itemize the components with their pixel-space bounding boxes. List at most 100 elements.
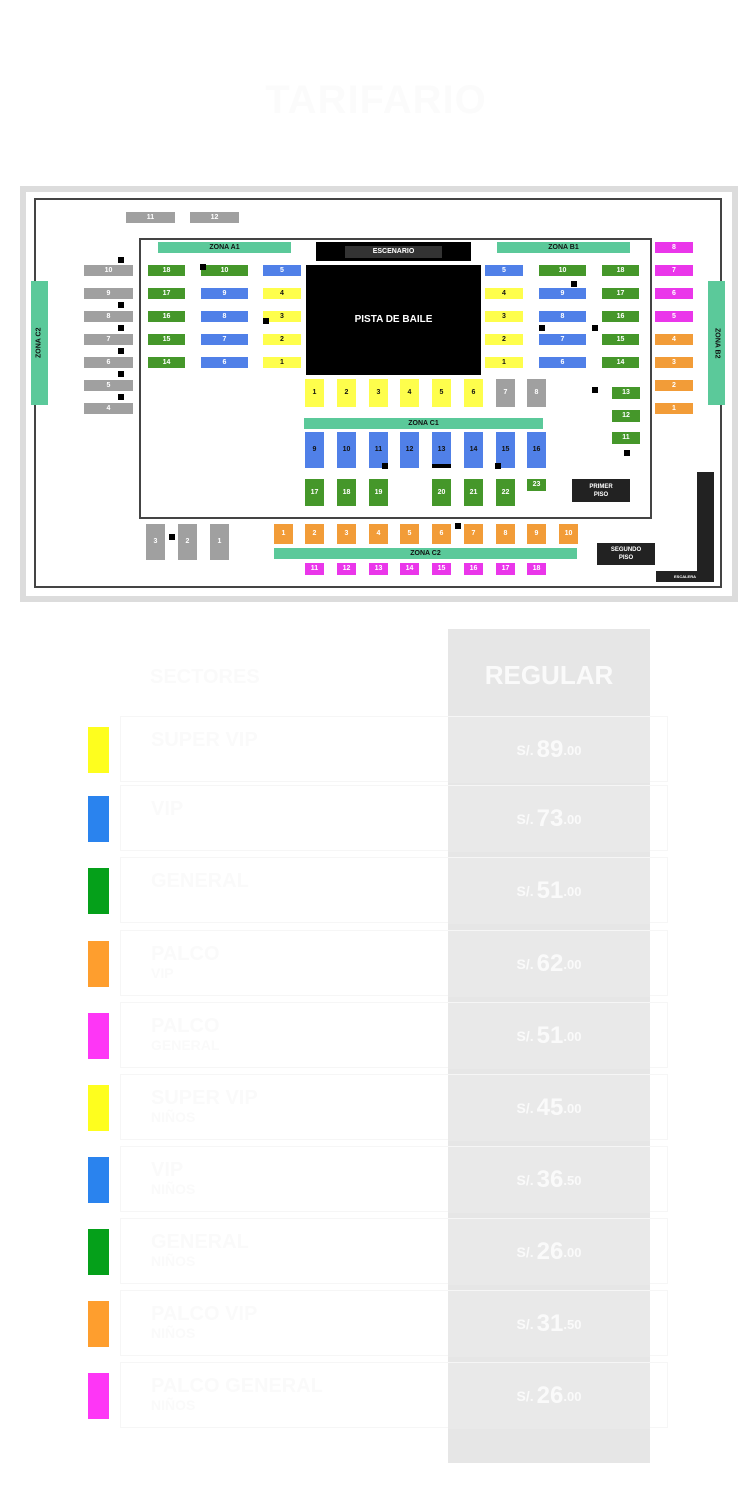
seat-general-b-17[interactable]: 17 bbox=[602, 288, 639, 299]
seat-front-4[interactable]: 4 bbox=[400, 379, 419, 407]
seat-general-a-16[interactable]: 16 bbox=[148, 311, 185, 322]
seat-a-4[interactable]: 4 bbox=[263, 288, 301, 299]
seat-c1-20[interactable]: 20 bbox=[432, 479, 451, 506]
palco-bottom-8[interactable]: 8 bbox=[496, 524, 515, 544]
seat-c1-19[interactable]: 19 bbox=[369, 479, 388, 506]
palco-bottom-12[interactable]: 12 bbox=[337, 563, 356, 575]
palco-bottom-14[interactable]: 14 bbox=[400, 563, 419, 575]
seat-general-b-14[interactable]: 14 bbox=[602, 357, 639, 368]
palco-right-1[interactable]: 1 bbox=[655, 403, 693, 414]
seat-gray-12[interactable]: 12 bbox=[190, 212, 239, 223]
seat-a-2[interactable]: 2 bbox=[263, 334, 301, 345]
seat-b-6[interactable]: 6 bbox=[539, 357, 586, 368]
seat-general-a-17[interactable]: 17 bbox=[148, 288, 185, 299]
seat-front-6[interactable]: 6 bbox=[464, 379, 483, 407]
seat-a-3[interactable]: 3 bbox=[263, 311, 301, 322]
stage-label: ESCENARIO bbox=[344, 245, 443, 258]
seat-b-9[interactable]: 9 bbox=[539, 288, 586, 299]
seat-front-3[interactable]: 3 bbox=[369, 379, 388, 407]
seat-b-10[interactable]: 10 bbox=[539, 265, 586, 276]
seat-gray-11[interactable]: 11 bbox=[126, 212, 175, 223]
palco-bottom-1[interactable]: 1 bbox=[274, 524, 293, 544]
seat-gray-4[interactable]: 4 bbox=[84, 403, 133, 414]
seat-b-2[interactable]: 2 bbox=[485, 334, 523, 345]
seat-general-a-14[interactable]: 14 bbox=[148, 357, 185, 368]
seat-a-10[interactable]: 10 bbox=[201, 265, 248, 276]
seat-b-4[interactable]: 4 bbox=[485, 288, 523, 299]
seat-c1-10[interactable]: 10 bbox=[337, 432, 356, 468]
seat-c1-12[interactable]: 12 bbox=[400, 432, 419, 468]
palco-right-2[interactable]: 2 bbox=[655, 380, 693, 391]
seat-b-7[interactable]: 7 bbox=[539, 334, 586, 345]
seat-a-6[interactable]: 6 bbox=[201, 357, 248, 368]
seat-general-a-15[interactable]: 15 bbox=[148, 334, 185, 345]
seat-front-7[interactable]: 7 bbox=[496, 379, 515, 407]
seat-a-8[interactable]: 8 bbox=[201, 311, 248, 322]
seat-general-b-15[interactable]: 15 bbox=[602, 334, 639, 345]
seat-a-5[interactable]: 5 bbox=[263, 265, 301, 276]
palco-bottom-7[interactable]: 7 bbox=[464, 524, 483, 544]
palco-bottom-15[interactable]: 15 bbox=[432, 563, 451, 575]
palco-right-4[interactable]: 4 bbox=[655, 334, 693, 345]
sector-price: S/. 26 .00 bbox=[448, 1363, 650, 1429]
seat-a-9[interactable]: 9 bbox=[201, 288, 248, 299]
palco-bottom-9[interactable]: 9 bbox=[527, 524, 546, 544]
palco-bottom-11[interactable]: 11 bbox=[305, 563, 324, 575]
seat-front-5[interactable]: 5 bbox=[432, 379, 451, 407]
seat-c1-22[interactable]: 22 bbox=[496, 479, 515, 506]
seat-c1-15[interactable]: 15 bbox=[496, 432, 515, 468]
seat-gray-bottom-2[interactable]: 2 bbox=[178, 524, 197, 560]
seat-b-5[interactable]: 5 bbox=[485, 265, 523, 276]
seat-general-b-16[interactable]: 16 bbox=[602, 311, 639, 322]
seat-gray-9[interactable]: 9 bbox=[84, 288, 133, 299]
seat-gray-bottom-3[interactable]: 3 bbox=[146, 524, 165, 560]
seat-b-3[interactable]: 3 bbox=[485, 311, 523, 322]
seat-general-b-18[interactable]: 18 bbox=[602, 265, 639, 276]
seat-c1-13[interactable]: 13 bbox=[432, 432, 451, 468]
seat-front-1[interactable]: 1 bbox=[305, 379, 324, 407]
zona-c1-label: ZONA C1 bbox=[304, 418, 543, 429]
price-decimal: .00 bbox=[563, 956, 582, 972]
palco-bottom-13[interactable]: 13 bbox=[369, 563, 388, 575]
seat-c1-23[interactable]: 23 bbox=[527, 479, 546, 491]
seat-gray-7[interactable]: 7 bbox=[84, 334, 133, 345]
seat-general-a-18[interactable]: 18 bbox=[148, 265, 185, 276]
palco-right-3[interactable]: 3 bbox=[655, 357, 693, 368]
palco-bottom-17[interactable]: 17 bbox=[496, 563, 515, 575]
palco-bottom-10[interactable]: 10 bbox=[559, 524, 578, 544]
seat-gray-10[interactable]: 10 bbox=[84, 265, 133, 276]
palco-right-8[interactable]: 8 bbox=[655, 242, 693, 253]
seat-c1-21[interactable]: 21 bbox=[464, 479, 483, 506]
seat-c1-17[interactable]: 17 bbox=[305, 479, 324, 506]
palco-bottom-6[interactable]: 6 bbox=[432, 524, 451, 544]
currency: S/. bbox=[516, 1316, 534, 1332]
seat-b-8[interactable]: 8 bbox=[539, 311, 586, 322]
seat-c1-16[interactable]: 16 bbox=[527, 432, 546, 468]
palco-bottom-18[interactable]: 18 bbox=[527, 563, 546, 575]
seat-gray-5[interactable]: 5 bbox=[84, 380, 133, 391]
seat-green-13[interactable]: 13 bbox=[612, 387, 640, 399]
palco-bottom-4[interactable]: 4 bbox=[369, 524, 388, 544]
palco-bottom-5[interactable]: 5 bbox=[400, 524, 419, 544]
palco-right-6[interactable]: 6 bbox=[655, 288, 693, 299]
palco-right-7[interactable]: 7 bbox=[655, 265, 693, 276]
seat-c1-14[interactable]: 14 bbox=[464, 432, 483, 468]
seat-green-11[interactable]: 11 bbox=[612, 432, 640, 444]
seat-c1-9[interactable]: 9 bbox=[305, 432, 324, 468]
seat-gray-8[interactable]: 8 bbox=[84, 311, 133, 322]
seat-gray-6[interactable]: 6 bbox=[84, 357, 133, 368]
seat-front-2[interactable]: 2 bbox=[337, 379, 356, 407]
palco-bottom-3[interactable]: 3 bbox=[337, 524, 356, 544]
seat-c1-11[interactable]: 11 bbox=[369, 432, 388, 468]
seat-a-7[interactable]: 7 bbox=[201, 334, 248, 345]
seat-green-12[interactable]: 12 bbox=[612, 409, 640, 422]
seat-a-1[interactable]: 1 bbox=[263, 357, 301, 368]
sector-color-swatch bbox=[88, 796, 109, 842]
palco-right-5[interactable]: 5 bbox=[655, 311, 693, 322]
palco-bottom-2[interactable]: 2 bbox=[305, 524, 324, 544]
seat-front-8[interactable]: 8 bbox=[527, 379, 546, 407]
seat-gray-bottom-1[interactable]: 1 bbox=[210, 524, 229, 560]
palco-bottom-16[interactable]: 16 bbox=[464, 563, 483, 575]
seat-b-1[interactable]: 1 bbox=[485, 357, 523, 368]
seat-c1-18[interactable]: 18 bbox=[337, 479, 356, 506]
